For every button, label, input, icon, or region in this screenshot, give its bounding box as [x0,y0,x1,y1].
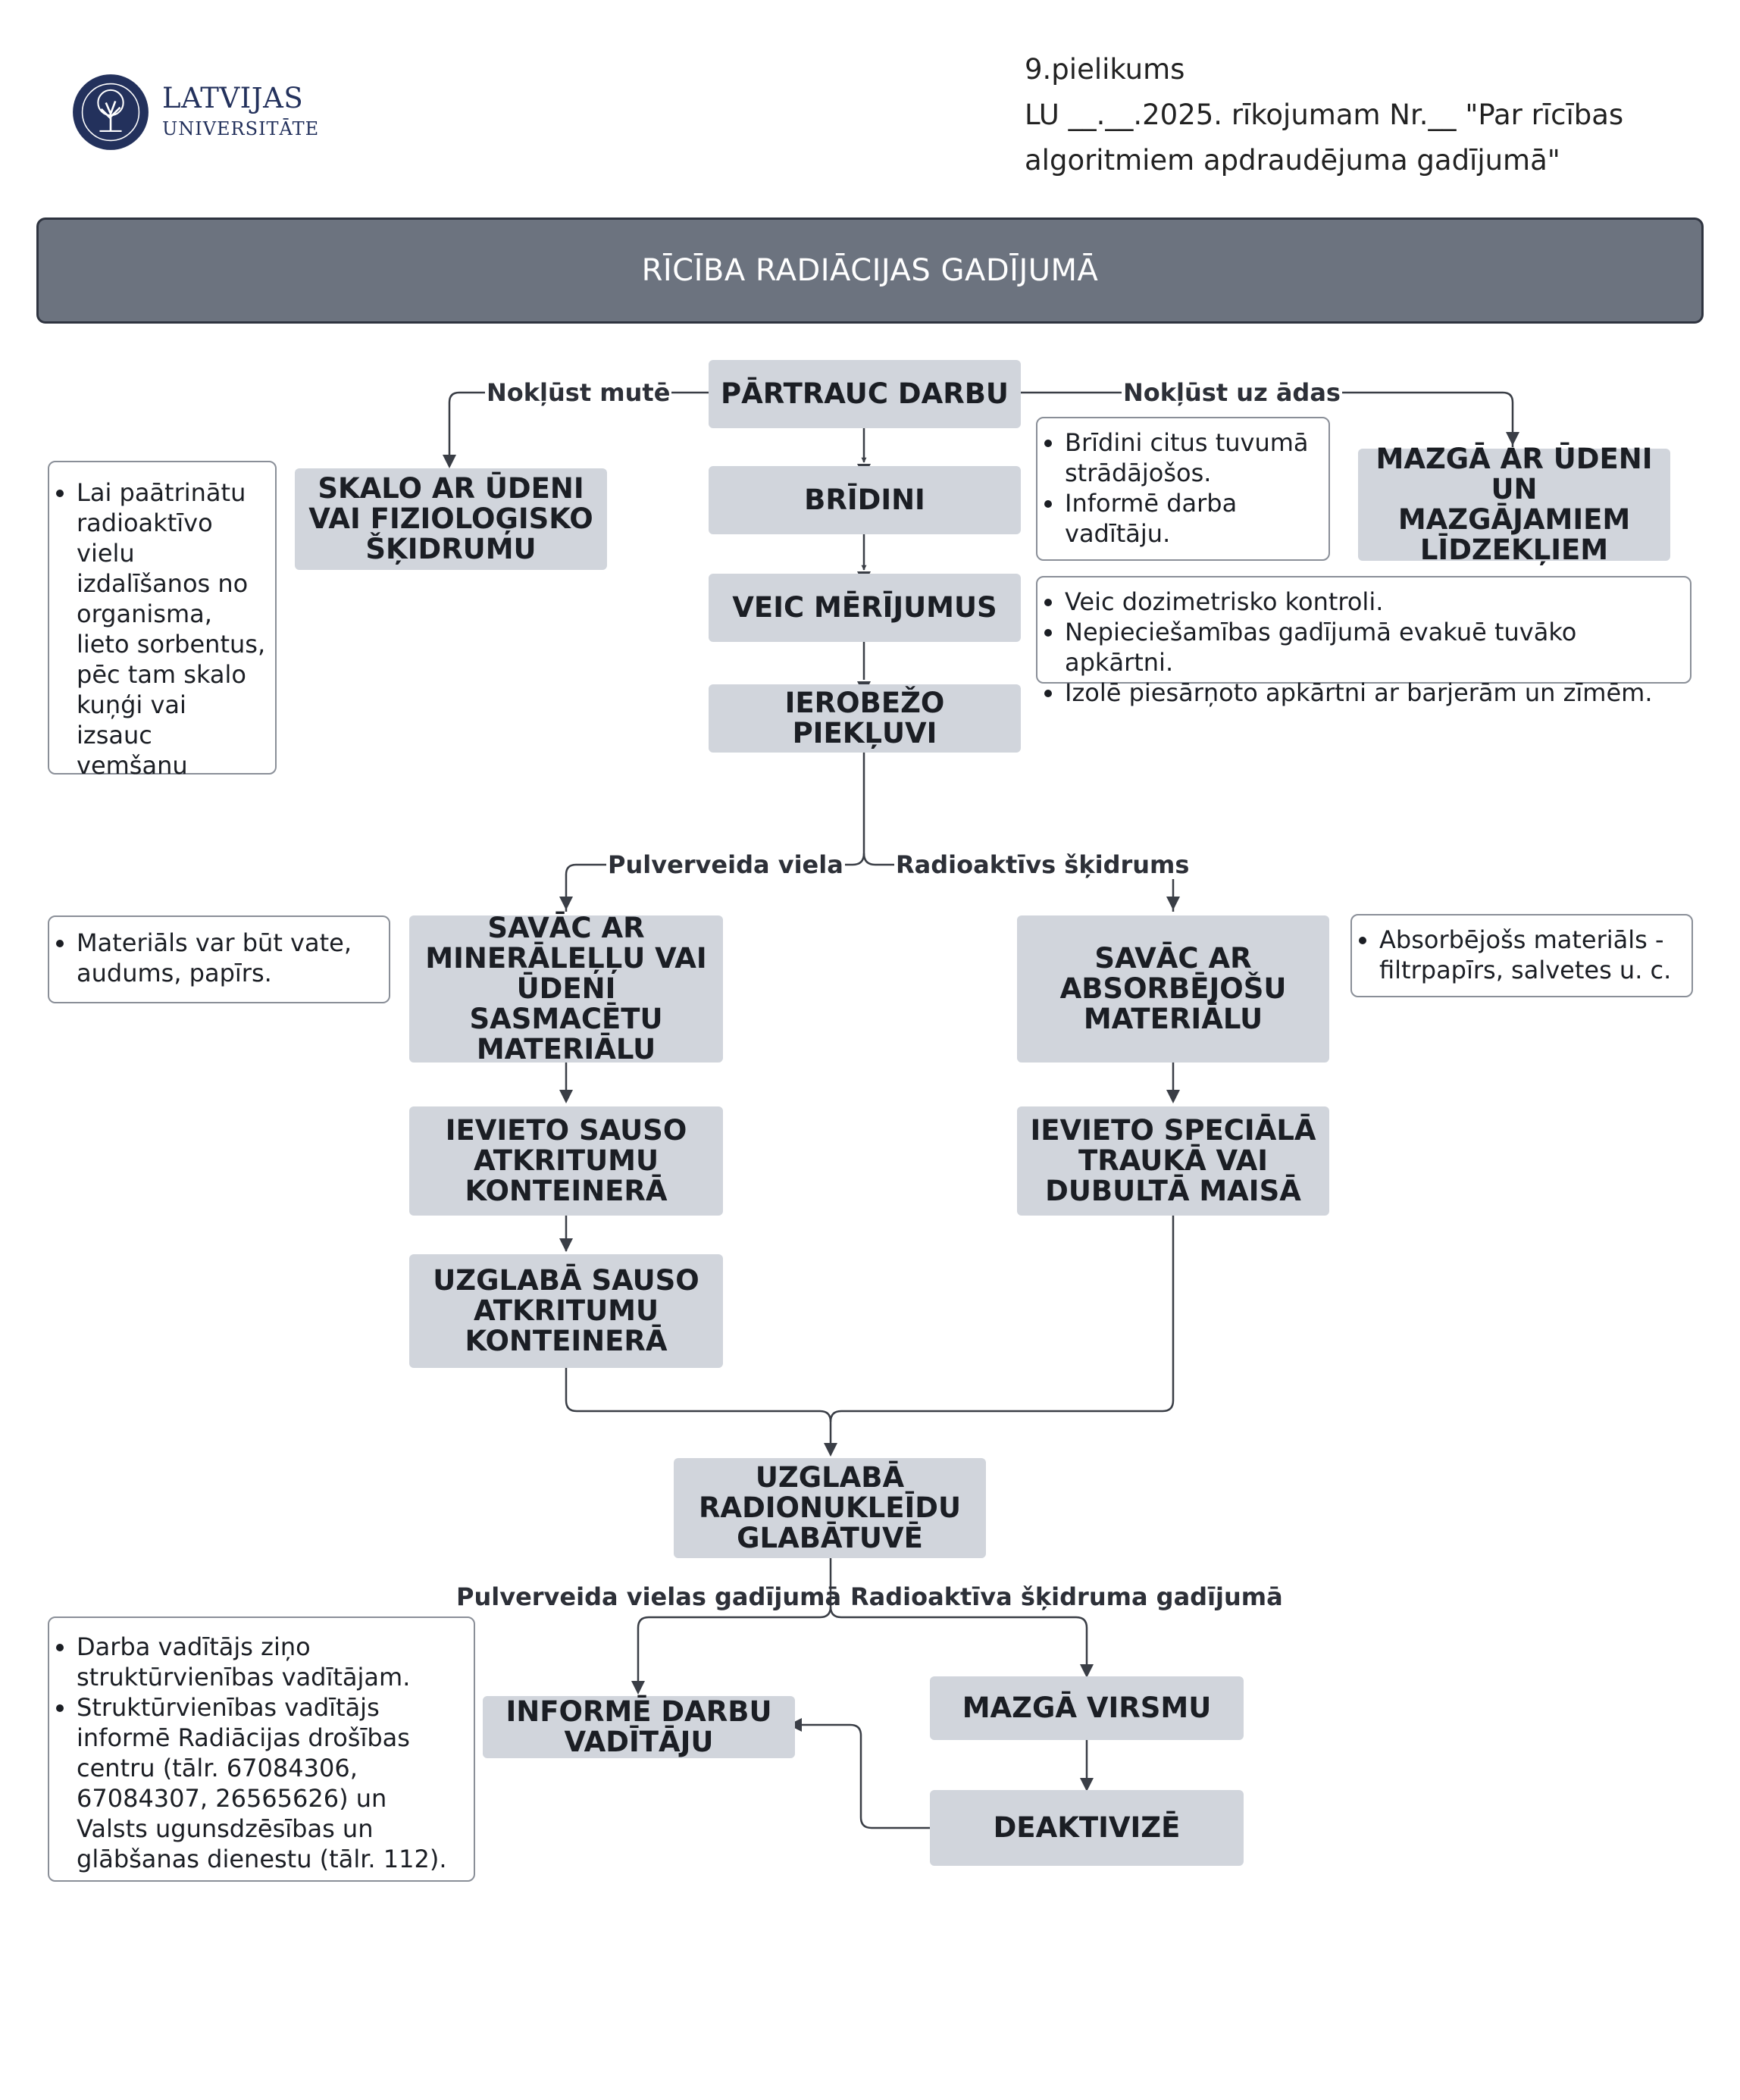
note-item: Struktūrvienības vadītājs informē Radiāc… [77,1692,465,1874]
arrowhead-savac-mineral [559,897,573,910]
arrowhead-ievieto-sauso [559,1090,573,1103]
arrowhead-ievieto-special [1166,1090,1180,1103]
logo-subtitle: UNIVERSITĀTE [162,118,320,139]
edge-label-liquid: Radioaktīvs šķidrums [894,850,1191,879]
annex-line-3: algoritmiem apdraudējuma gadījumā" [1025,144,1560,177]
edge-deaktivize-informe [802,1723,930,1829]
edge-skin [1021,391,1514,447]
note-item: Nepieciešamības gadījumā evakuē tuvāko a… [1065,617,1681,678]
note-item: Materiāls var būt vate, audums, papīrs. [77,928,380,988]
page-title: RĪCĪBA RADIĀCIJAS GADĪJUMĀ [36,218,1704,324]
edge-mouth [448,391,709,455]
node-skalo: SKALO AR ŪDENI VAI FIZIOLOĢISKO ŠĶIDRUMU [295,468,607,570]
edge-label-powder-case: Pulverveida vielas gadījumā [456,1582,842,1611]
edge-label-powder: Pulverveida viela [606,850,845,879]
annex-line-1: 9.pielikums [1025,53,1185,86]
note-item: Izolē piesārņoto apkārtni ar barjerām un… [1065,678,1681,708]
arrowhead-deaktivize-informe [788,1718,802,1732]
arrowhead-skalo [443,455,456,468]
edge-split-trunk [862,753,876,866]
university-seal-icon [73,74,149,150]
edge-label-mouth: Nokļūst mutē [485,378,672,407]
node-savac-absorb: SAVĀC AR ABSORBĒJOŠU MATERIĀLU [1017,915,1329,1063]
arrowhead-uzglaba-sauso [559,1238,573,1252]
node-informe: INFORMĒ DARBU VADĪTĀJU [483,1696,795,1758]
note-organisms: Lai paātrinātu radioaktīvo vielu izdalīš… [48,461,277,780]
node-mazga-virsmu: MAZGĀ VIRSMU [930,1676,1244,1740]
node-ievieto-special: IEVIETO SPECIĀLĀ TRAUKĀ VAI DUBULTĀ MAIS… [1017,1106,1329,1216]
university-logo: LATVIJAS UNIVERSITĀTE [71,73,390,156]
note-item: Informē darba vadītāju. [1065,488,1319,549]
note-item: Brīdini citus tuvumā strādājošos. [1065,427,1319,488]
note-item: Lai paātrinātu radioaktīvo vielu izdalīš… [77,477,266,781]
node-deaktivize: DEAKTIVIZĒ [930,1790,1244,1866]
note-item: Darba vadītājs ziņo struktūrvienības vad… [77,1632,465,1692]
edge-bottom-right [829,1606,1088,1667]
edge-label-skin: Nokļūst uz ādas [1122,378,1342,407]
note-item: Absorbējošs materiāls - filtrpapīrs, sal… [1379,925,1682,985]
edge-split-left [565,853,865,912]
node-veic-merijumus: VEIC MĒRĪJUMUS [709,574,1021,642]
logo-name: LATVIJAS [162,82,304,114]
note-item: Veic dozimetrisko kontroli. [1065,587,1681,617]
node-uzglaba-radio: UZGLABĀ RADIONUKLEĪDU GLABĀTUVĒ [674,1458,986,1558]
edge-merge-right [829,1216,1175,1422]
arrowhead-deaktivize [1080,1778,1094,1792]
note-inform: Darba vadītājs ziņo struktūrvienības vad… [48,1616,475,1882]
annex-line-2: LU __.__.2025. rīkojumam Nr.__ "Par rīcī… [1025,99,1624,131]
node-uzglaba-sauso: UZGLABĀ SAUSO ATKRITUMU KONTEINERĀ [409,1254,723,1368]
note-warn: Brīdini citus tuvumā strādājošos. Inform… [1036,417,1330,561]
arrowhead-uzglaba-radio [824,1443,837,1457]
node-partrauc-darbu: PĀRTRAUC DARBU [709,360,1021,428]
node-mazga-ar-udeni: MAZGĀ AR ŪDENI UN MAZGĀJAMIEM LĪDZEKĻIEM [1358,444,1670,565]
arrowhead-mazga-virsmu [1080,1664,1094,1678]
note-material: Materiāls var būt vate, audums, papīrs. [48,915,390,1003]
node-savac-mineral: SAVĀC AR MINERĀLEĻĻU VAI ŪDENI SASMACĒTU… [409,913,723,1065]
edge-label-liquid-case: Radioaktīva šķidruma gadījumā [850,1582,1283,1611]
note-dosimetry: Veic dozimetrisko kontroli. Nepieciešamī… [1036,576,1691,707]
node-ierobezo-piekluvi: IEROBEŽO PIEKĻUVI [709,684,1021,753]
arrowhead-mazga-udeni [1506,432,1519,446]
edge-bottom-left [637,1606,832,1682]
node-bridini: BRĪDINI [709,466,1021,534]
node-ievieto-sauso: IEVIETO SAUSO ATKRITUMU KONTEINERĀ [409,1106,723,1216]
edge-merge-left [565,1368,832,1447]
arrowhead-savac-absorb [1166,897,1180,910]
note-absorbent: Absorbējošs materiāls - filtrpapīrs, sal… [1350,914,1693,997]
arrowhead-informe [631,1681,645,1695]
